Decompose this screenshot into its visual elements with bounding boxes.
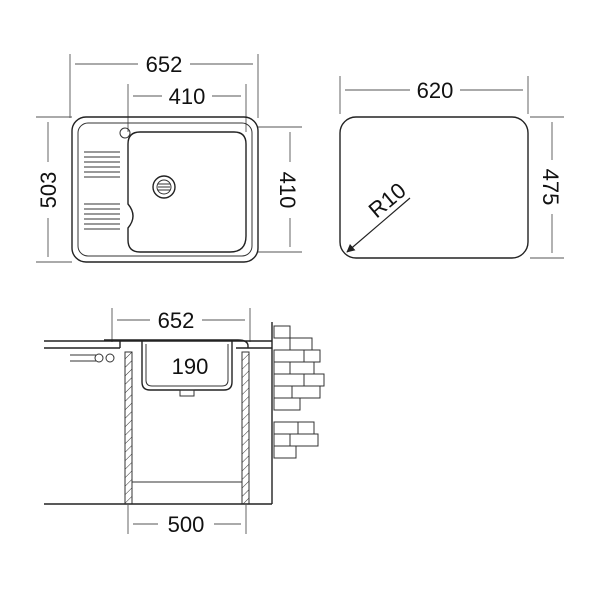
cabinet-wall-left	[124, 351, 133, 505]
top-bowl-width-dimension: 410	[127, 84, 247, 132]
cutout-depth-label: 475	[538, 169, 563, 206]
top-bowl-width-label: 410	[169, 84, 206, 109]
tap-hole	[119, 127, 131, 139]
sink-bowl-inner	[145, 344, 229, 387]
side-view: 652 190	[44, 308, 325, 537]
cabinet-wall-right	[241, 351, 250, 505]
side-overall-width-dimension: 652	[111, 308, 251, 342]
sink-inner-rim	[77, 122, 253, 257]
sink-outline	[71, 116, 259, 263]
brick-wall	[271, 322, 325, 504]
side-bowl-depth-label: 190	[172, 354, 209, 379]
top-overall-depth-dimension: 503	[36, 116, 72, 263]
top-bowl-depth-label: 410	[275, 172, 300, 209]
drain-icon	[152, 175, 176, 199]
top-overall-width-dimension: 652	[69, 52, 259, 118]
countertop	[44, 340, 272, 349]
drainer-ribs-upper	[84, 151, 120, 178]
sink-bowl	[127, 131, 247, 253]
top-bowl-depth-dimension: 410	[258, 126, 302, 253]
cutout-radius-label: R10	[364, 178, 411, 223]
top-view: 652 410 503 410	[36, 52, 302, 263]
cutout-width-label: 620	[417, 78, 454, 103]
cutout-view: 620 475 R10	[339, 76, 564, 259]
drain-outlet	[179, 389, 195, 397]
cabinet-width-dimension: 500	[127, 505, 247, 537]
cutout-width-dimension: 620	[339, 76, 529, 114]
drainer-ribs-lower	[84, 203, 120, 230]
radius-leader	[346, 197, 411, 253]
cutout-depth-dimension: 475	[530, 116, 564, 259]
tap-fittings-icon	[70, 353, 115, 363]
top-overall-width-label: 652	[146, 52, 183, 77]
cutout-outline	[339, 116, 529, 259]
top-overall-depth-label: 503	[36, 172, 61, 209]
cabinet-width-label: 500	[168, 512, 205, 537]
side-overall-width-label: 652	[158, 308, 195, 333]
